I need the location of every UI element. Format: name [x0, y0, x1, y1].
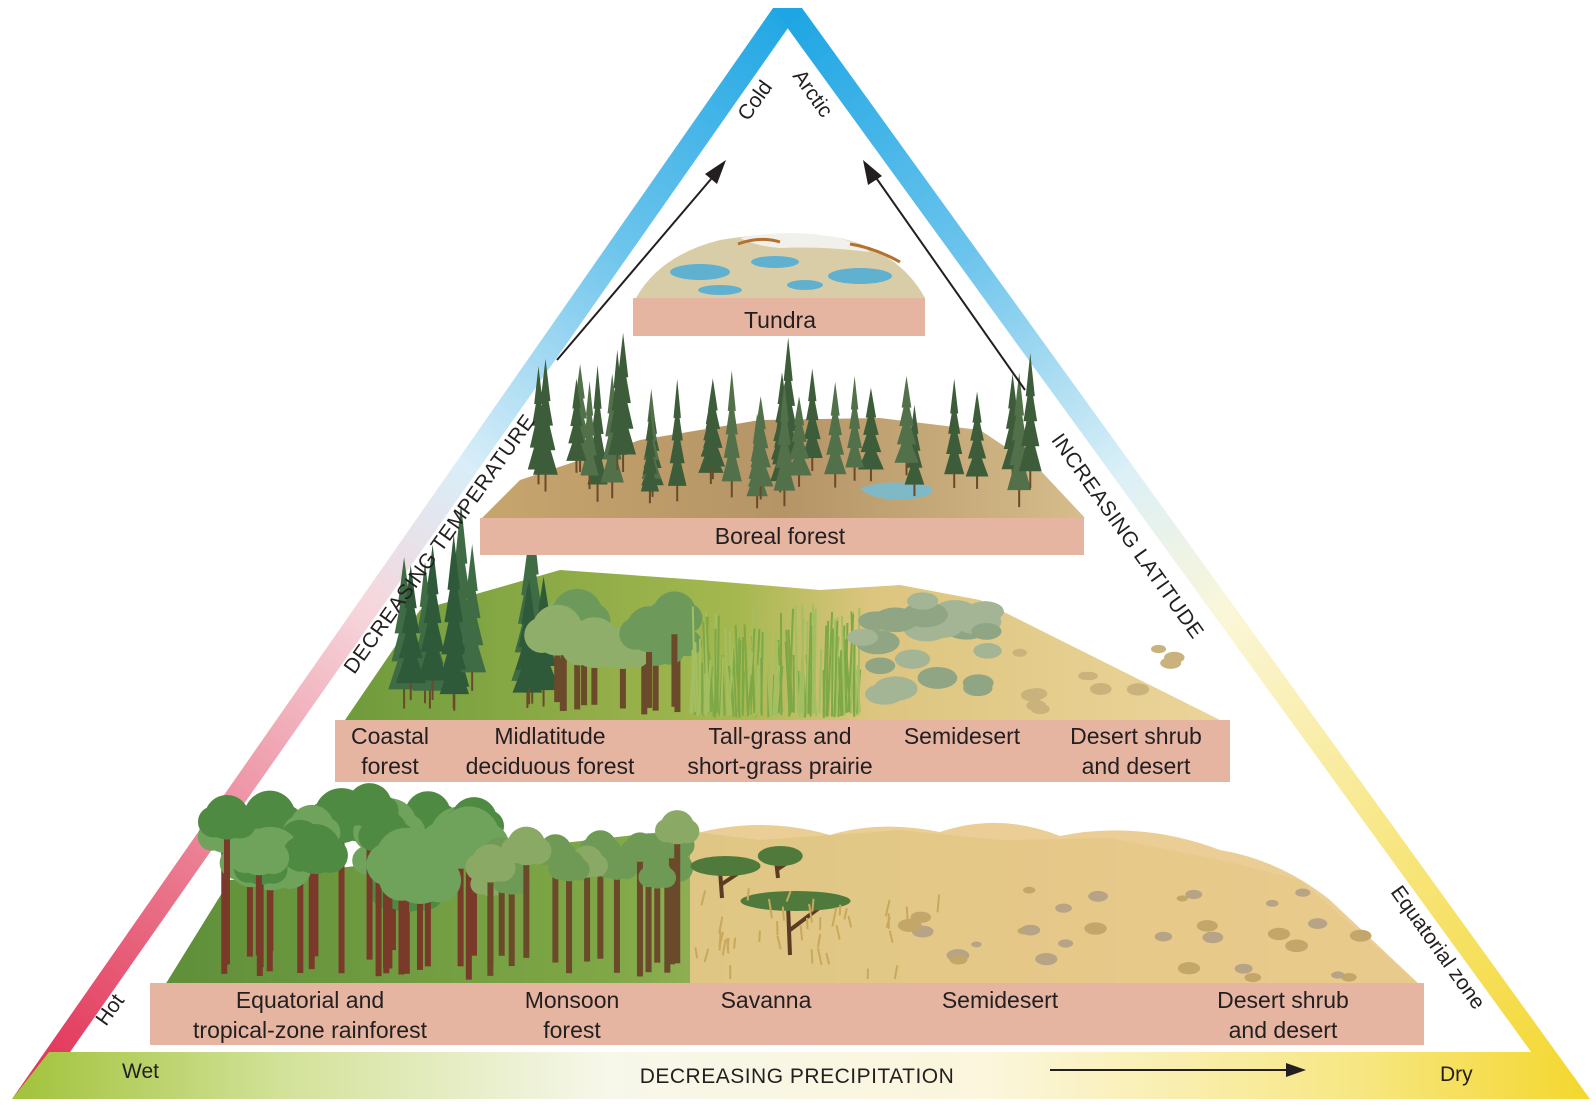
shrub [1012, 649, 1027, 657]
shrub [1185, 890, 1202, 899]
dry-grass [728, 938, 729, 948]
biome-label-line: Tundra [744, 307, 816, 333]
shrub [865, 684, 904, 705]
shrub [898, 919, 922, 932]
shrub [918, 667, 958, 689]
shrub [895, 649, 930, 668]
shrub [1058, 939, 1073, 947]
biome-label-line: Desert shrub [1070, 723, 1202, 749]
tundra-lake [787, 280, 823, 290]
shrub [1090, 683, 1112, 695]
shrub [1151, 645, 1166, 653]
biome-label-line: Monsoon [525, 987, 620, 1013]
biome-label-line: Coastal [351, 723, 429, 749]
tundra-lake [698, 285, 742, 295]
shrub [1331, 971, 1344, 978]
tundra-lake [751, 256, 799, 268]
grass-blade [832, 628, 833, 716]
biome-label-line: and desert [1229, 1017, 1338, 1043]
biome-label-line: forest [543, 1017, 601, 1043]
shrub [1035, 953, 1057, 965]
shrub [1178, 962, 1200, 974]
biome-label-line: short-grass prairie [687, 753, 872, 779]
dry-grass [807, 918, 808, 929]
shrub [1084, 922, 1106, 934]
shrub [1082, 672, 1097, 680]
dry-grass [748, 888, 749, 900]
shrub [1202, 932, 1223, 943]
dry-grass [783, 907, 784, 921]
shrub [1268, 928, 1290, 940]
shrub [1127, 683, 1149, 695]
dry-grass [812, 899, 813, 912]
tundra-lake [670, 264, 730, 280]
shrub [1055, 904, 1072, 913]
dry-grass [759, 931, 760, 942]
dry-label: Dry [1440, 1063, 1473, 1086]
biome-label-line: Midlatitude [494, 723, 605, 749]
wet-label: Wet [122, 1060, 159, 1083]
biome-label-line: Equatorial and [236, 987, 384, 1013]
biome-label-line: forest [361, 753, 419, 779]
shrub [1160, 657, 1181, 669]
dry-grass [812, 949, 813, 964]
shrub [1244, 973, 1261, 982]
biome-label-line: Savanna [721, 987, 812, 1013]
biome-label-tundra-0: Tundra [744, 307, 816, 333]
shrub [858, 611, 892, 630]
shrub [1021, 925, 1040, 936]
biome-label-line: tropical-zone rainforest [193, 1017, 428, 1043]
biome-label-line: Boreal forest [715, 523, 846, 549]
shrub [1031, 704, 1050, 714]
shrub [1295, 888, 1310, 896]
grass-blade [802, 605, 803, 714]
dry-grass [734, 938, 735, 949]
biome-label-equatorial-2: Savanna [721, 987, 812, 1013]
tundra-lake [828, 268, 892, 284]
biome-label-line: Semidesert [904, 723, 1021, 749]
shrub [1308, 918, 1327, 929]
grass-blade [761, 658, 762, 716]
shrub [847, 629, 878, 646]
shrub [1197, 920, 1218, 932]
biome-label-line: and desert [1082, 753, 1191, 779]
shrub [1088, 891, 1108, 902]
biome-label-midlatitude-3: Semidesert [904, 723, 1021, 749]
shrub [907, 592, 938, 609]
shrub [1023, 887, 1035, 894]
shrub [1177, 895, 1188, 901]
shrub [963, 674, 994, 691]
biome-label-line: deciduous forest [466, 753, 635, 779]
shrub [1235, 964, 1253, 974]
shrub [971, 623, 1001, 640]
shrub [950, 955, 968, 965]
shrub [1350, 930, 1372, 942]
shrub [1266, 900, 1279, 907]
biome-label-line: Semidesert [942, 987, 1059, 1013]
grass-blade [704, 674, 705, 715]
shrub [1155, 932, 1172, 942]
shrub [973, 643, 1001, 659]
shrub [865, 658, 895, 675]
shrub [971, 942, 981, 948]
shrub [1285, 940, 1308, 953]
grass-blade [743, 671, 744, 715]
dry-grass [720, 931, 721, 950]
grass-blade [799, 671, 800, 717]
shrub [1021, 689, 1044, 702]
biome-label-equatorial-3: Semidesert [942, 987, 1059, 1013]
biome-label-line: Tall-grass and [708, 723, 851, 749]
decreasing-precipitation-label: DECREASING PRECIPITATION [640, 1065, 955, 1088]
biome-label-line: Desert shrub [1217, 987, 1349, 1013]
biome-label-boreal-0: Boreal forest [715, 523, 846, 549]
